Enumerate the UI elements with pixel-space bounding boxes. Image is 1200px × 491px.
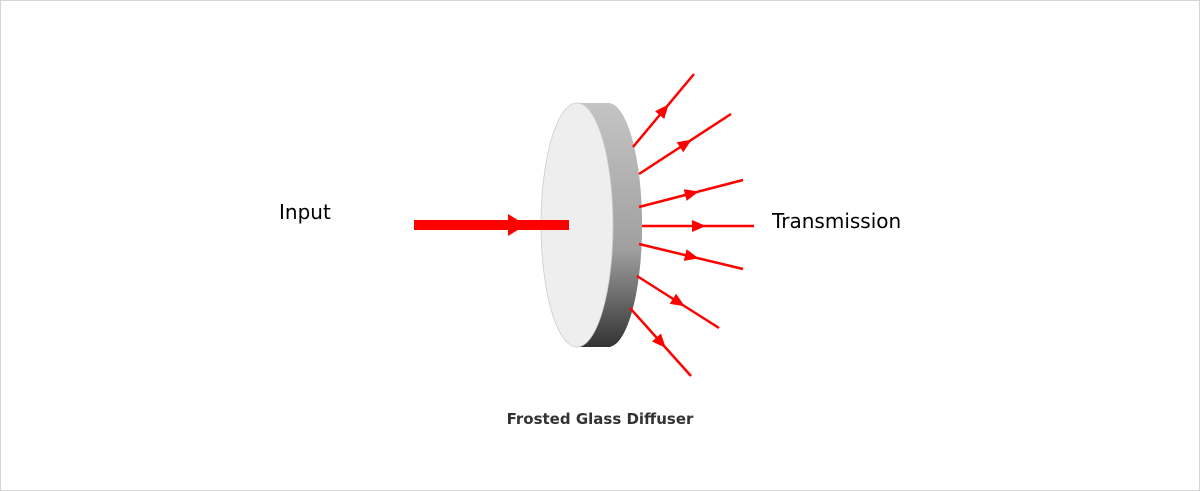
transmission-label: Transmission: [772, 209, 902, 233]
ray-arrowhead: [683, 249, 699, 261]
input-label: Input: [279, 200, 331, 224]
ray-arrowhead: [652, 333, 666, 348]
input-beam: [414, 214, 569, 236]
ray-arrowhead: [655, 104, 669, 119]
ray-arrowhead: [669, 293, 685, 307]
transmitted-rays: [629, 73, 754, 377]
ray-arrowhead: [676, 139, 692, 153]
ray-arrowhead: [683, 189, 699, 201]
ray-arrowhead: [692, 220, 706, 232]
diffuser-disc: [540, 102, 642, 348]
diagram-caption: Frosted Glass Diffuser: [506, 410, 694, 428]
